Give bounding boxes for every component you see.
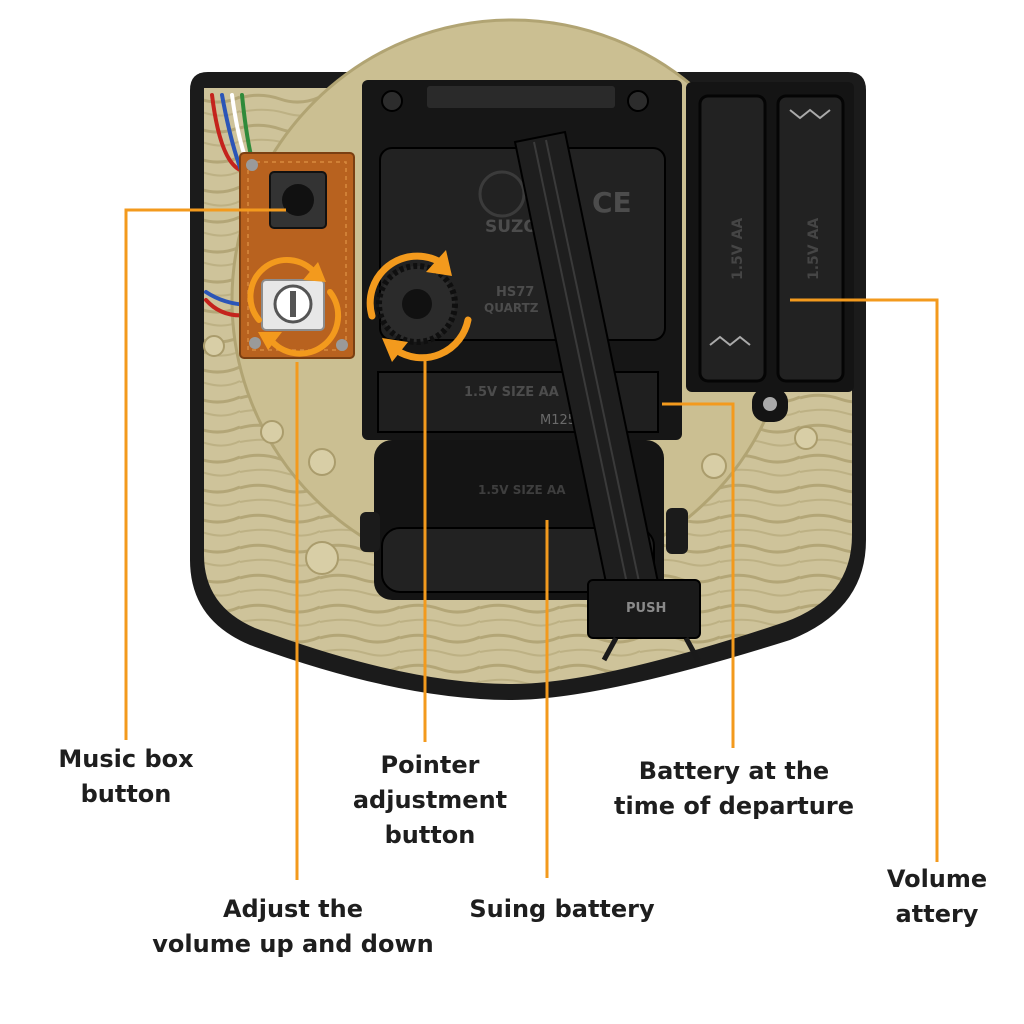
lower-slot-embossing: 1.5V SIZE AA [478,483,566,497]
label-departure-battery-line1: Battery at the [638,757,830,785]
label-music-box-button: Music box button [36,742,216,812]
volume-rotation-arrows-icon [247,256,342,357]
quartz-embossing: QUARTZ [484,301,539,315]
volume-potentiometer[interactable] [261,279,325,331]
label-volume-battery-line1: Volume [886,865,988,893]
label-suing-battery-line1: Suing battery [469,895,655,923]
leader-music-box [124,208,286,740]
label-volume-adjust-line2: volume up and down [152,930,434,958]
label-volume-battery: Volume attery [862,862,1012,932]
pointer-adjustment-gear[interactable] [376,263,458,345]
push-tab-label: PUSH [626,601,666,616]
label-pointer-adjust-line1: Pointer [380,751,480,779]
label-volume-adjust: Adjust the volume up and down [148,892,438,962]
label-volume-battery-line2: attery [895,900,979,928]
mounting-bumps [203,335,818,575]
leader-departure-battery [662,402,735,748]
music-box-push-button[interactable] [269,171,327,229]
label-suing-battery: Suing battery [462,892,662,927]
battery-holder [686,82,854,422]
leader-volume-battery [790,298,939,862]
model-embossing: HS77 [496,285,534,300]
battery-cell-right-label: 1.5V AA [806,218,822,280]
label-pointer-adjust-line2: adjustment [352,786,508,814]
label-music-box-line1: Music box [58,745,194,773]
battery-cell-left-label: 1.5V AA [730,218,746,280]
battery-slot-embossing: 1.5V SIZE AA [464,385,559,400]
label-departure-battery: Battery at the time of departure [604,754,864,824]
brand-embossing: SUZO [485,217,538,237]
ce-mark: CE [592,186,632,219]
label-departure-battery-line2: time of departure [614,792,854,820]
pendulum-arm [513,130,701,662]
mold-code: M125 [540,413,576,428]
label-music-box-line2: button [80,780,172,808]
label-pointer-adjust-line3: button [384,821,476,849]
label-pointer-adjust: Pointer adjustment button [340,748,520,853]
pointer-rotation-arrows-icon [366,250,472,362]
leader-lines [124,208,939,880]
label-volume-adjust-line1: Adjust the [222,895,363,923]
